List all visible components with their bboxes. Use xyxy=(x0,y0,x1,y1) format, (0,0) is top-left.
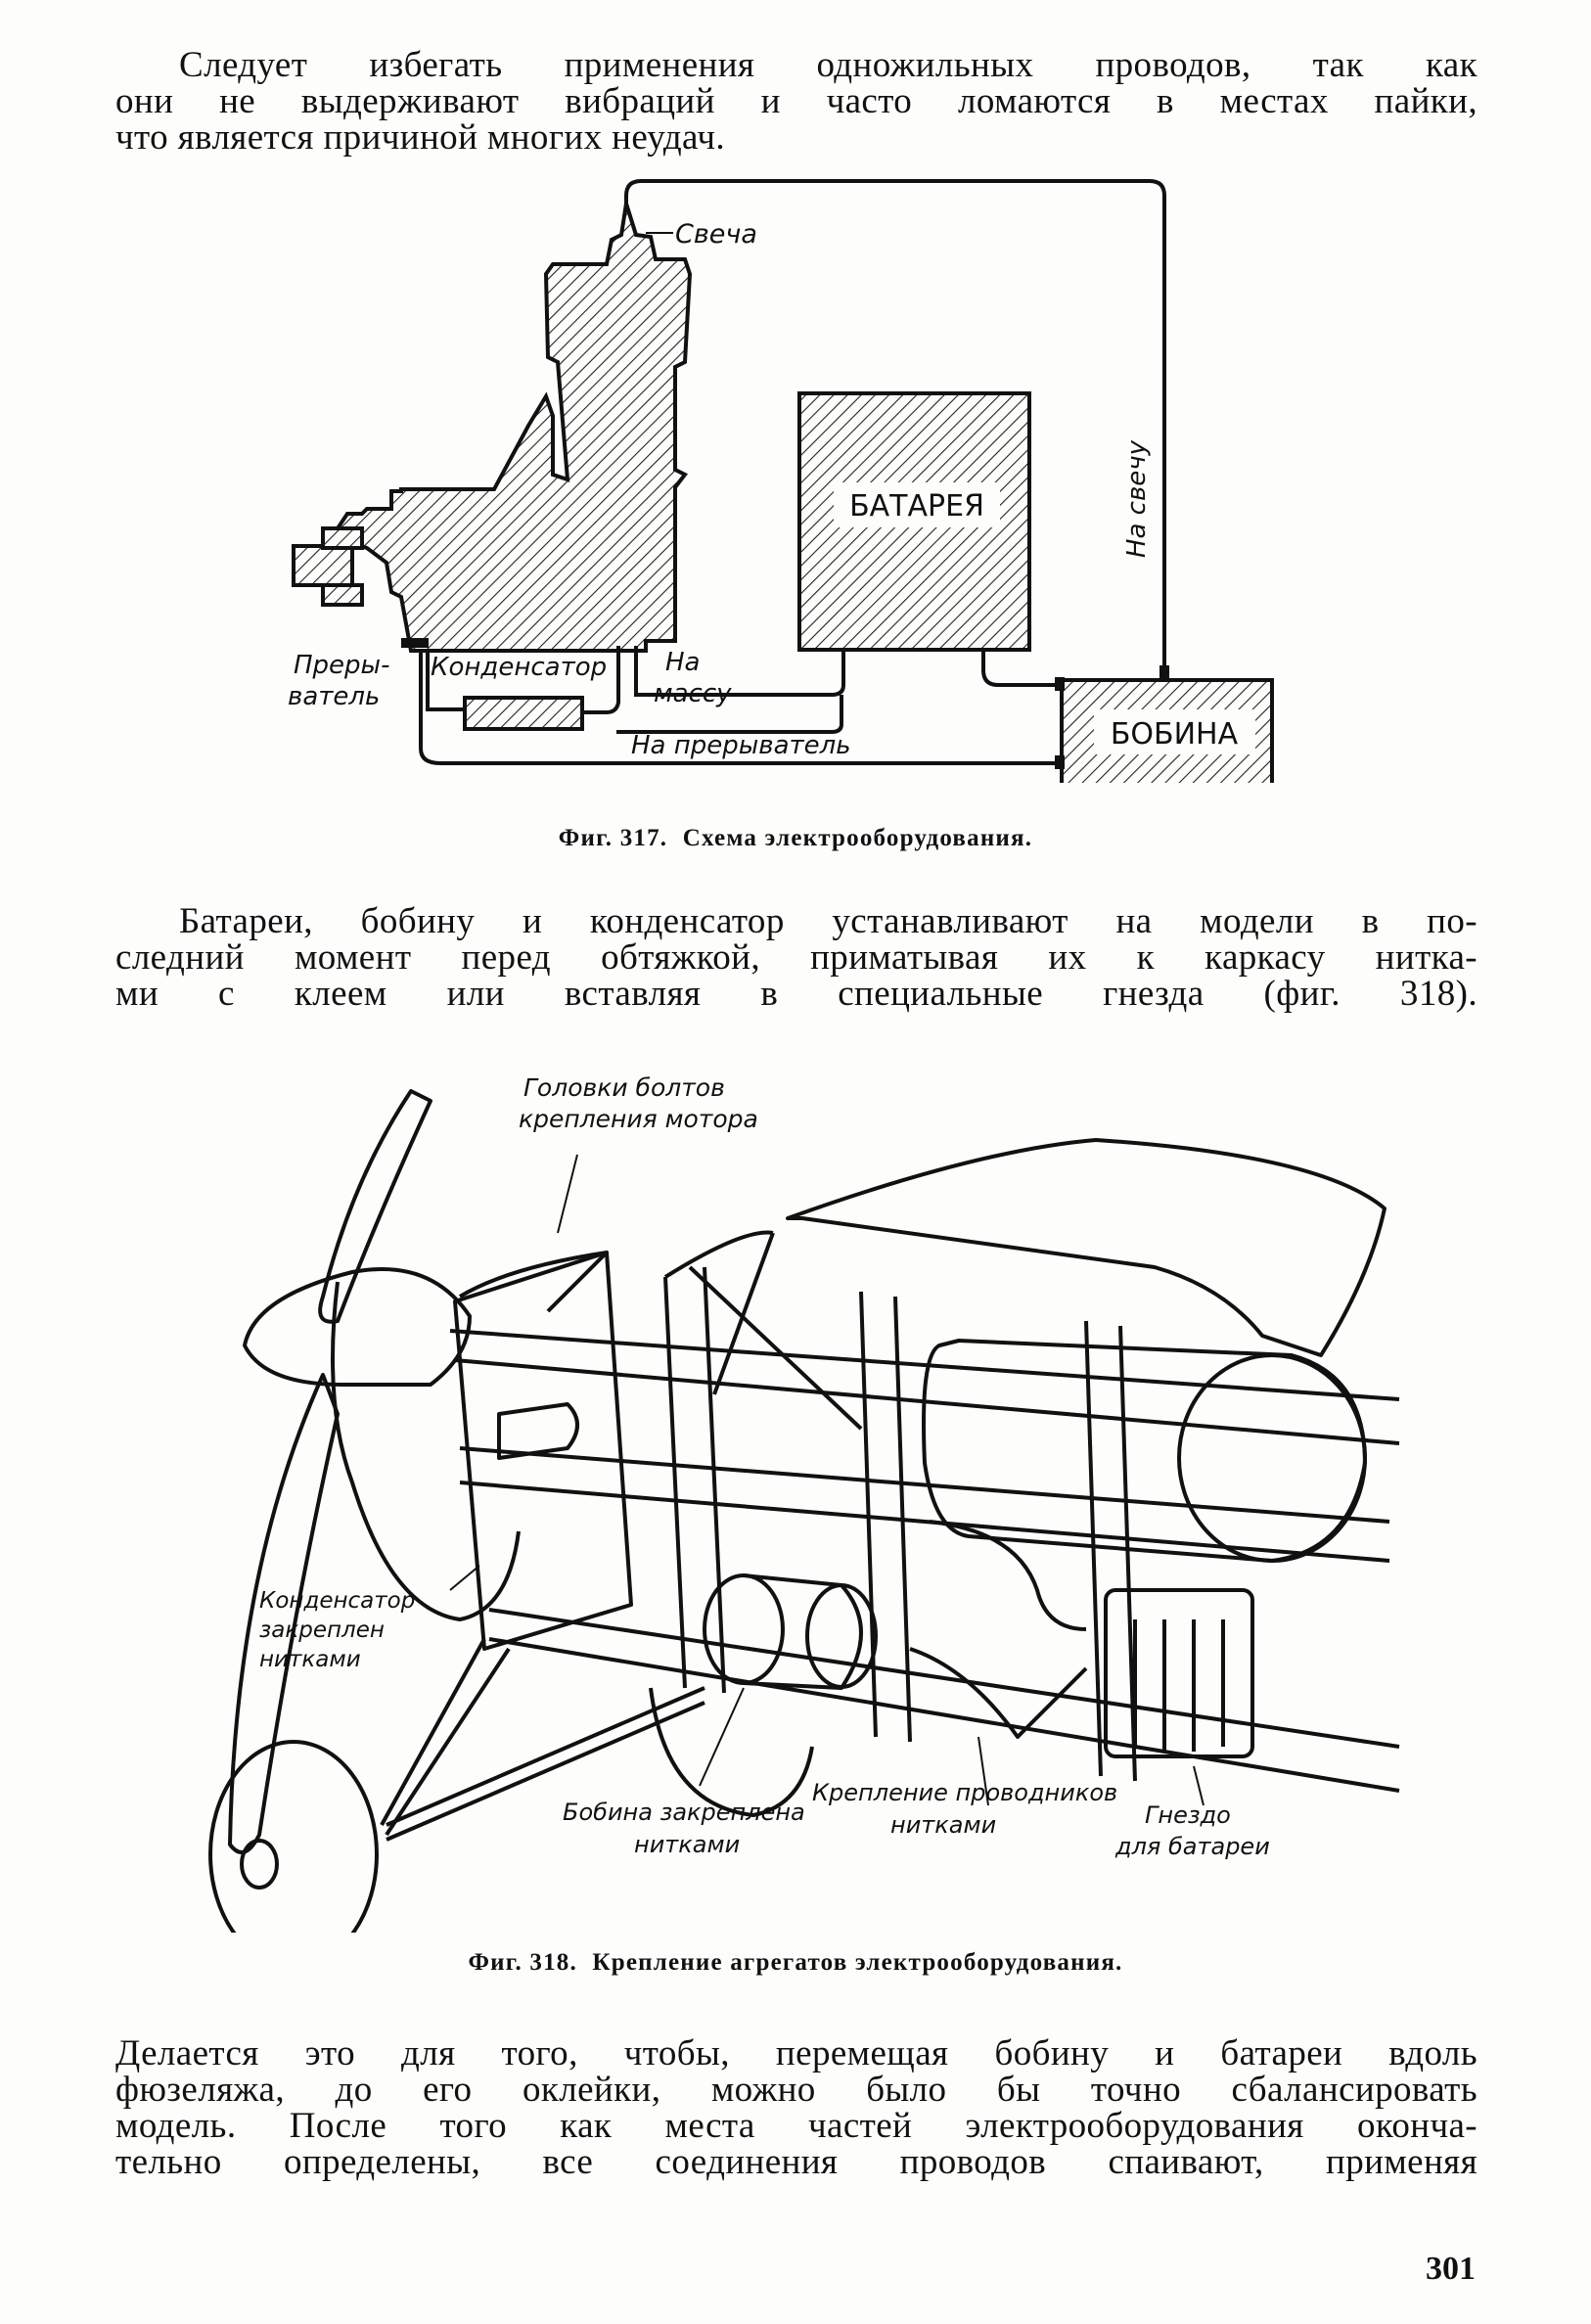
text-line: что является причиной многих неудач. xyxy=(115,117,726,158)
text-line: тельно определены, все соединения провод… xyxy=(115,2142,1477,2182)
label-battery-slot-1: Гнездо xyxy=(1145,1801,1231,1829)
battery-cells xyxy=(1133,1619,1225,1752)
paragraph-3: Делается это для того, чтобы, перемещая … xyxy=(115,2035,1477,2180)
caption-text: Схема электрооборудования. xyxy=(682,825,1033,851)
coil-body xyxy=(743,1573,863,1690)
label-spark-plug: Свеча xyxy=(675,219,757,250)
figure-317-caption: Фиг. 317. Схема электрооборудования. xyxy=(0,825,1591,852)
cross-brace xyxy=(688,1265,863,1431)
figure-318-illustration: Головки болтов крепления мотора Конденса… xyxy=(208,1073,1400,1933)
label-capacitor-2: закреплен xyxy=(259,1618,385,1643)
label-capacitor: Конденсатор xyxy=(431,653,607,682)
gear-strut xyxy=(386,1686,705,1842)
breaker-contact xyxy=(401,638,429,648)
frame xyxy=(1084,1320,1103,1777)
caption-number: Фиг. 317. xyxy=(558,825,668,851)
label-battery-slot-2: для батареи xyxy=(1114,1833,1270,1860)
label-wires-tied-1: Крепление проводников xyxy=(812,1779,1117,1806)
text-line: Следует избегать применения одножильных … xyxy=(179,45,1477,85)
coil-label-bg xyxy=(1094,709,1255,754)
frame xyxy=(663,1276,687,1689)
cowling xyxy=(331,1281,521,1621)
leader-line xyxy=(977,1736,989,1806)
longeron xyxy=(488,1637,1400,1793)
prop-hub-top xyxy=(321,526,364,550)
coil-label: БОБИНА xyxy=(1111,717,1239,752)
leader-line xyxy=(449,1565,480,1591)
frame xyxy=(893,1296,912,1743)
text-line: они не выдерживают вибраций и часто лома… xyxy=(115,81,1477,121)
leader-line xyxy=(699,1687,745,1787)
longeron xyxy=(459,1481,1390,1563)
wheel-front xyxy=(208,1740,379,1933)
longeron xyxy=(449,1329,1400,1401)
wire xyxy=(909,1647,1088,1739)
coil-terminal xyxy=(1055,677,1065,691)
wheel-hub xyxy=(240,1839,279,1890)
figure-317-schematic: БАТАРЕЯ БОБИНА Свеча На свечу Преры- ват… xyxy=(288,179,1274,783)
coil xyxy=(703,1573,785,1685)
wing xyxy=(786,1138,1386,1357)
prop-hub-bottom xyxy=(321,583,364,607)
battery-slot xyxy=(1104,1588,1254,1758)
label-to-breaker: На прерыватель xyxy=(631,731,851,760)
cross-brace xyxy=(712,1232,775,1395)
label-breaker-1: Преры- xyxy=(294,651,389,680)
label-capacitor-1: Конденсатор xyxy=(259,1588,415,1614)
longeron xyxy=(454,1358,1400,1445)
firewall xyxy=(453,1251,633,1651)
battery-label-bg xyxy=(834,482,1000,527)
frame xyxy=(859,1291,878,1738)
label-coil-tied-1: Бобина закреплена xyxy=(563,1799,805,1826)
caption-number: Фиг. 318. xyxy=(468,1949,577,1976)
tank-end xyxy=(1177,1353,1367,1563)
text-line: Батареи, бобину и конденсатор устанавлив… xyxy=(179,901,1477,941)
coil-terminal xyxy=(1159,665,1169,680)
label-to-plug: На свечу xyxy=(1122,439,1152,558)
capacitor xyxy=(497,1402,579,1460)
propeller-lower xyxy=(228,1373,340,1854)
prop-hub xyxy=(292,544,354,587)
frame xyxy=(703,1266,726,1694)
label-wires-tied-2: нитками xyxy=(890,1811,996,1839)
text-line: следний момент перед обтяжкой, приматыва… xyxy=(115,937,1477,978)
label-capacitor-3: нитками xyxy=(259,1647,361,1672)
wire xyxy=(929,1520,1087,1631)
longeron xyxy=(459,1446,1390,1524)
capacitor-box xyxy=(463,696,584,731)
label-to-ground-1: На xyxy=(665,648,700,677)
text-line: модель. После того как места частей элек… xyxy=(115,2106,1477,2146)
leader-line xyxy=(557,1154,578,1234)
spinner xyxy=(243,1267,472,1387)
gear-strut xyxy=(380,1638,511,1837)
label-coil-tied-2: нитками xyxy=(634,1831,740,1858)
text-line: ми с клеем или вставляя в специальные гн… xyxy=(115,974,1477,1014)
wheel-rear xyxy=(649,1687,814,1817)
text-line: фюзеляжа, до его оклейки, можно было бы … xyxy=(115,2070,1477,2110)
fuselage-drawing xyxy=(208,1089,1400,1933)
frame-arch xyxy=(663,1230,774,1279)
leader-line xyxy=(1193,1765,1205,1806)
wiring xyxy=(419,179,1166,765)
frame xyxy=(1118,1325,1137,1782)
propeller-upper xyxy=(318,1089,432,1324)
page-number: 301 xyxy=(1426,2251,1476,2287)
label-bolt-heads-1: Головки болтов xyxy=(523,1073,725,1102)
figure-318-caption: Фиг. 318. Крепление агрегатов электрообо… xyxy=(0,1949,1591,1977)
longeron xyxy=(488,1608,1400,1749)
caption-text: Крепление агрегатов электрооборудования. xyxy=(592,1949,1123,1976)
label-bolt-heads-2: крепления мотора xyxy=(519,1105,758,1133)
label-breaker-2: ватель xyxy=(288,682,380,711)
paragraph-1: Следует избегать применения одножильных … xyxy=(115,47,1477,156)
paragraph-2: Батареи, бобину и конденсатор устанавлив… xyxy=(115,903,1477,1012)
text-line: Делается это для того, чтобы, перемещая … xyxy=(115,2033,1477,2073)
battery-label: БАТАРЕЯ xyxy=(849,489,984,524)
label-to-ground-2: массу xyxy=(654,679,732,708)
coil-terminal xyxy=(1055,755,1065,769)
engine-shape xyxy=(331,203,693,653)
coil-end xyxy=(805,1583,878,1689)
